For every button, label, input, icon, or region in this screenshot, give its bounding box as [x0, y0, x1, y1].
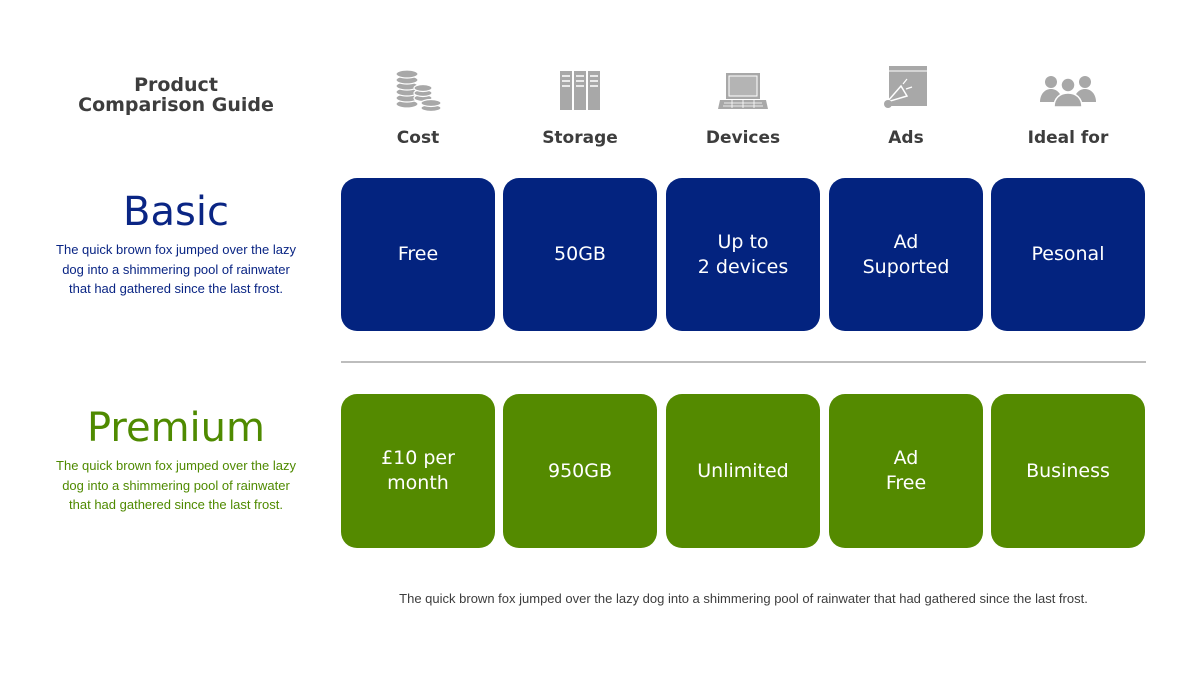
premium-ideal-for: Business	[991, 394, 1145, 548]
column-label: Ads	[888, 128, 924, 148]
column-cost: Cost	[341, 62, 495, 148]
basic-cost: Free	[341, 178, 495, 331]
premium-cost: £10 per month	[341, 394, 495, 548]
column-ads: Ads	[829, 62, 983, 148]
plan-description: The quick brown fox jumped over the lazy…	[56, 458, 296, 512]
people-icon	[1040, 76, 1096, 108]
plan-name: Basic	[123, 189, 229, 235]
basic-devices: Up to 2 devices	[666, 178, 820, 331]
premium-storage: 950GB	[503, 394, 657, 548]
coins-icon	[395, 69, 442, 112]
laptop-icon	[718, 73, 768, 109]
page-title: Product Comparison Guide	[78, 74, 274, 116]
plan-name: Premium	[87, 405, 265, 451]
column-label: Ideal for	[1027, 128, 1109, 148]
basic-ideal-for: Pesonal	[991, 178, 1145, 331]
plan-basic: Basic The quick brown fox jumped over th…	[56, 188, 296, 299]
column-label: Devices	[705, 128, 781, 148]
premium-ads: Ad Free	[829, 394, 983, 548]
basic-ads: Ad Suported	[829, 178, 983, 331]
premium-devices: Unlimited	[666, 394, 820, 548]
column-storage: Storage	[503, 62, 657, 148]
megaphone-icon	[884, 66, 927, 108]
column-devices: Devices	[666, 62, 820, 148]
server-icon	[560, 71, 600, 110]
basic-storage: 50GB	[503, 178, 657, 331]
column-ideal-for: Ideal for	[991, 62, 1145, 148]
plan-premium: Premium The quick brown fox jumped over …	[56, 404, 296, 515]
plan-description: The quick brown fox jumped over the lazy…	[56, 242, 296, 296]
column-label: Cost	[396, 128, 440, 148]
column-label: Storage	[542, 128, 618, 148]
footer-text: The quick brown fox jumped over the lazy…	[399, 591, 1088, 606]
divider	[341, 361, 1146, 363]
